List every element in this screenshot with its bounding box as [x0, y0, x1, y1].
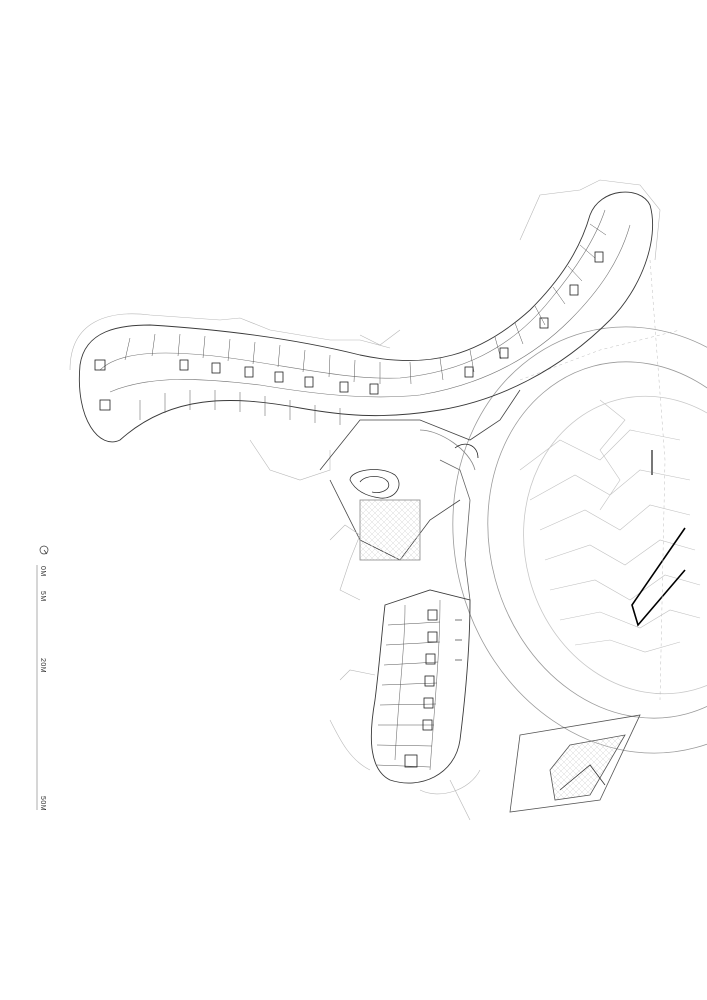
lower-annex — [509, 714, 641, 813]
bold-wall — [631, 527, 686, 627]
upper-wing — [78, 191, 654, 443]
north-arrow-icon — [39, 545, 49, 555]
central-connector — [319, 389, 521, 601]
scale-label-20m: 20M — [39, 658, 46, 674]
scale-bar — [36, 545, 49, 810]
scale-label-0m: 0M — [39, 566, 46, 577]
elliptical-ring — [452, 326, 707, 754]
scale-label-50m: 50M — [39, 796, 46, 812]
lower-wing — [370, 589, 471, 784]
lower-site-outline — [329, 524, 481, 821]
site-outline — [69, 179, 661, 481]
guide-lines — [519, 259, 681, 701]
terrain-contours — [519, 399, 701, 653]
scale-label-5m: 5M — [39, 591, 46, 602]
